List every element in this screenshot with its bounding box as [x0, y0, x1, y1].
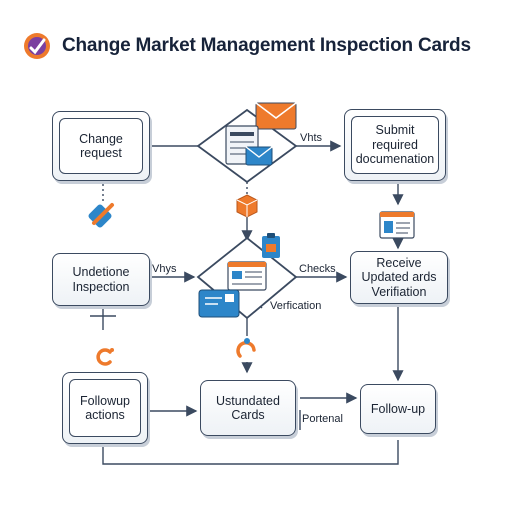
document-icon	[227, 261, 267, 291]
node-undetione-inspection[interactable]: Undetione Inspection	[52, 253, 150, 306]
edge-label-verfication: Verfication	[270, 300, 322, 312]
hammer-icon	[88, 203, 114, 228]
edge-label-checks: Checks	[299, 263, 336, 275]
card-icon	[198, 289, 240, 318]
node-label: Undetione Inspection	[72, 265, 130, 294]
node-submit-documentation[interactable]: Submit required documenation	[344, 109, 446, 181]
header: Change Market Management Inspection Card…	[22, 30, 471, 62]
node-change-request[interactable]: Change request	[52, 111, 150, 181]
logo-icon	[24, 33, 50, 59]
hook-icon	[236, 338, 256, 358]
connector-line	[102, 440, 399, 465]
pointer-icon	[96, 348, 114, 366]
envelope-icon	[245, 146, 273, 166]
node-label: Receive Updated ards Verifiation	[361, 255, 437, 299]
cube-icon	[236, 194, 258, 218]
form-icon	[379, 211, 415, 239]
edge-label-vhts: Vhts	[300, 132, 323, 144]
node-label: Followup actions	[79, 393, 131, 422]
node-label: Submit required documenation	[355, 123, 435, 167]
page-title: Change Market Management Inspection Card…	[62, 35, 471, 56]
node-receive-updated-cards[interactable]: Receive Updated ards Verifiation	[350, 251, 448, 304]
clipboard-icon	[262, 233, 280, 258]
node-follow-up[interactable]: Follow-up	[360, 384, 436, 434]
edge-label-portenal: Portenal	[302, 413, 343, 425]
node-label: Change request	[79, 131, 123, 160]
node-label: Ustundated Cards	[216, 393, 280, 422]
node-label: Follow-up	[370, 401, 426, 416]
edge-label-vhys: Vhys	[152, 263, 177, 275]
node-ustundated-cards[interactable]: Ustundated Cards	[200, 380, 296, 436]
node-followup-actions[interactable]: Followup actions	[62, 372, 148, 444]
envelope-icon	[255, 102, 297, 130]
